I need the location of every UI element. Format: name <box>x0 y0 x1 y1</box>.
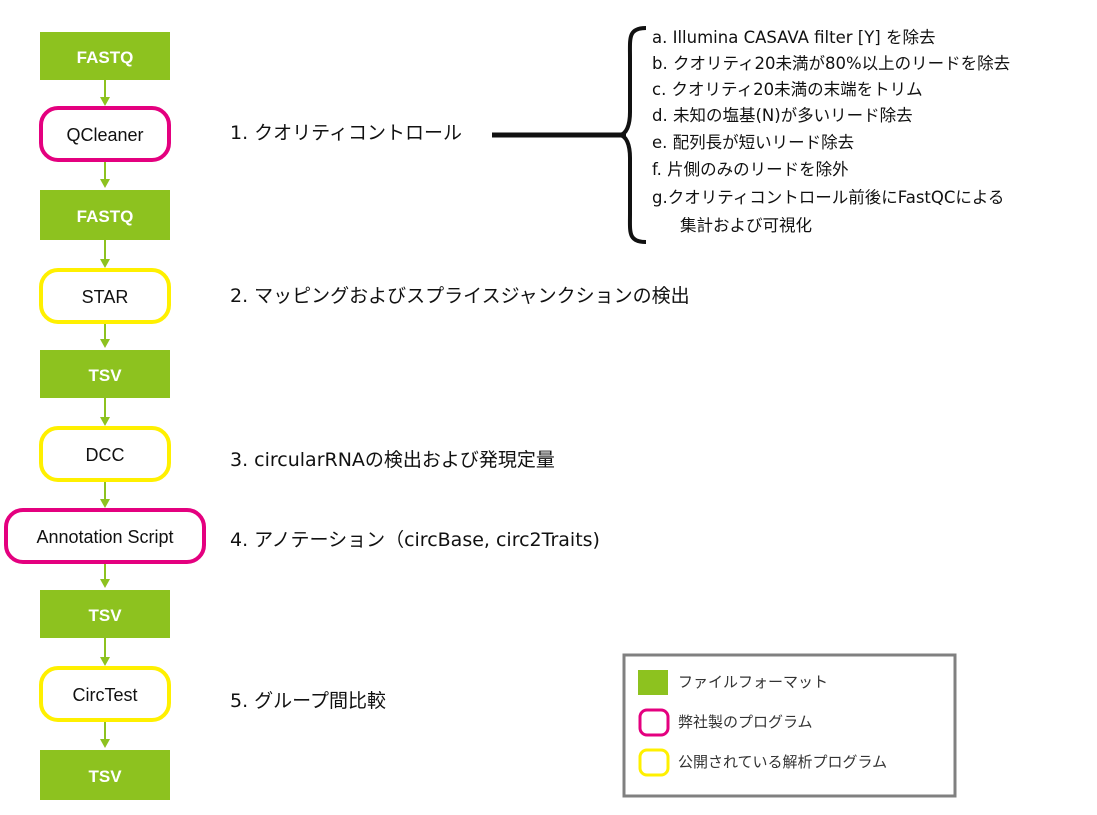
qc-detail-c: c. クオリティ20未満の末端をトリム <box>652 80 923 99</box>
node-label: TSV <box>88 767 122 786</box>
node-dcc: DCC <box>39 426 171 482</box>
qc-detail-e: e. 配列長が短いリード除去 <box>652 133 855 152</box>
legend-inhouse-program-label: 弊社製のプログラム <box>678 713 813 731</box>
node-fastq-1: FASTQ <box>40 32 170 80</box>
node-label: FASTQ <box>77 207 134 226</box>
step-2-mapping: 2. マッピングおよびスプライスジャンクションの検出 <box>230 285 690 307</box>
step-5-group-comparison: 5. グループ間比較 <box>230 690 387 712</box>
arrow-qcleaner-to-fastq <box>100 161 110 188</box>
step-3-circrna-detection: 3. circularRNAの検出および発現定量 <box>230 449 555 471</box>
node-tsv-3: TSV <box>40 750 170 800</box>
arrow-annotation-to-tsv <box>100 562 110 588</box>
arrow-tsv-to-circtest <box>100 638 110 666</box>
step-1-quality-control: 1. クオリティコントロール <box>230 122 463 144</box>
legend-public-swatch <box>638 748 670 777</box>
node-annotation-script: Annotation Script <box>4 508 206 564</box>
arrow-circtest-to-tsv <box>100 720 110 748</box>
qc-detail-brace <box>619 26 647 244</box>
qc-detail-g-continued: 集計および可視化 <box>680 216 812 235</box>
node-label: TSV <box>88 366 122 385</box>
flow-arrows <box>100 80 110 748</box>
legend-box <box>622 653 957 798</box>
legend-inhouse-swatch <box>638 708 670 737</box>
step-4-annotation: 4. アノテーション（circBase, circ2Traits) <box>230 529 600 551</box>
qc-detail-b: b. クオリティ20未満が80%以上のリードを除去 <box>652 54 1011 73</box>
arrow-fastq-to-qcleaner <box>100 80 110 106</box>
node-label: STAR <box>82 287 129 307</box>
node-label: TSV <box>88 606 122 625</box>
arrow-tsv-to-dcc <box>100 398 110 426</box>
node-tsv-2: TSV <box>40 590 170 638</box>
node-label: Annotation Script <box>36 527 173 547</box>
node-fastq-2: FASTQ <box>40 190 170 240</box>
arrow-star-to-tsv <box>100 322 110 348</box>
arrow-dcc-to-annotation <box>100 480 110 508</box>
node-label: DCC <box>86 445 125 465</box>
legend-file-format-label: ファイルフォーマット <box>678 673 829 691</box>
node-label: QCleaner <box>66 125 143 145</box>
node-circtest: CircTest <box>39 666 171 722</box>
node-star: STAR <box>39 268 171 324</box>
arrow-fastq-to-star <box>100 240 110 268</box>
node-label: CircTest <box>72 685 137 705</box>
node-label: FASTQ <box>77 48 134 67</box>
node-qcleaner: QCleaner <box>39 106 171 162</box>
qc-detail-g: g.クオリティコントロール前後にFastQCによる <box>652 188 1005 207</box>
legend-file-swatch <box>638 670 668 695</box>
node-tsv-1: TSV <box>40 350 170 398</box>
qc-detail-f: f. 片側のみのリードを除外 <box>652 160 849 179</box>
legend-public-program-label: 公開されている解析プログラム <box>678 753 888 771</box>
qc-detail-a: a. Illumina CASAVA filter [Y] を除去 <box>652 28 936 47</box>
qc-detail-d: d. 未知の塩基(N)が多いリード除去 <box>652 106 913 125</box>
